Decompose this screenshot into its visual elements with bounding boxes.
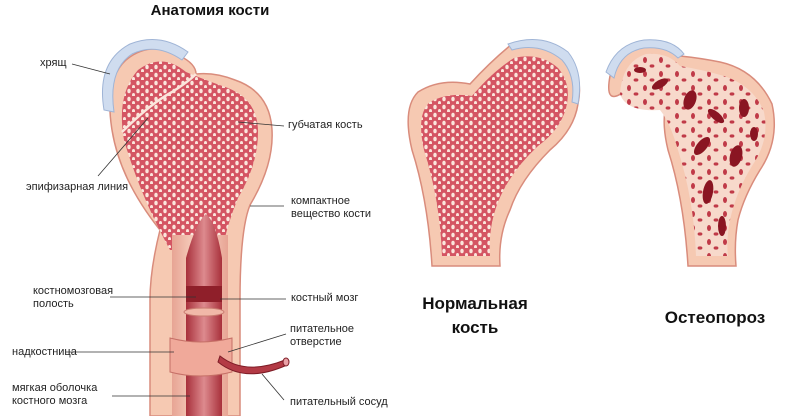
- diagram-title: Анатомия кости: [150, 2, 270, 19]
- leader-spongy-bone: [237, 121, 285, 127]
- label-epiphyseal-line: эпифизарная линия: [26, 181, 129, 193]
- leader-epiphyseal-line: [97, 117, 149, 177]
- epiphyseal-line-shape: [121, 73, 197, 133]
- osteo-lesion: [750, 127, 758, 141]
- anatomy-bone: [101, 39, 290, 416]
- osteo-lesions: [634, 67, 758, 236]
- bone-marrow-shape: [186, 286, 222, 302]
- label-compact-bone: компактное вещество кости: [291, 195, 372, 220]
- osteo-lesion: [634, 67, 646, 73]
- label-medullary-cavity: костномозговая полость: [33, 285, 114, 310]
- osteo-lesion: [693, 136, 711, 156]
- label-cartilage: хрящ: [40, 57, 67, 69]
- osteo-lesion: [702, 180, 714, 204]
- normal-bone-cartilage: [507, 39, 581, 105]
- periosteum-shape: [169, 337, 233, 377]
- osteo-lesion: [651, 78, 669, 90]
- label-bone-marrow: костный мозг: [291, 292, 359, 304]
- leader-nutrient-foramen: [227, 333, 287, 353]
- leader-nutrient-vessel: [261, 373, 285, 401]
- osteo-bone-spongy: [620, 53, 766, 256]
- label-periosteum: надкостница: [12, 346, 77, 358]
- osteo-lesion: [707, 108, 725, 124]
- spongy-bone-shape: [121, 61, 258, 250]
- osteo-lesion: [683, 90, 697, 110]
- label-spongy-bone: губчатая кость: [288, 119, 363, 131]
- normal-bone-spongy: [421, 56, 568, 257]
- normal-bone: [407, 39, 581, 267]
- leader-lines: [66, 63, 287, 401]
- osteoporosis-bone: [605, 39, 775, 267]
- label-nutrient-foramen: питательное отверстие: [290, 323, 355, 348]
- osteo-lesion: [739, 99, 749, 117]
- leader-cartilage: [71, 63, 111, 75]
- label-endosteum: мягкая оболочка костного мозга: [12, 382, 98, 407]
- osteo-bone-cartilage: [605, 39, 685, 79]
- label-nutrient-vessel: питательный сосуд: [290, 396, 388, 408]
- cartilage-shape: [101, 39, 189, 113]
- caption-osteoporosis: Остеопороз: [664, 308, 766, 327]
- caption-normal-bone: Нормальная кость: [422, 294, 528, 337]
- shaft-section-ring: [183, 307, 225, 317]
- osteo-lesion: [718, 216, 726, 236]
- nutrient-vessel-end: [282, 357, 290, 367]
- osteo-lesion: [729, 145, 743, 167]
